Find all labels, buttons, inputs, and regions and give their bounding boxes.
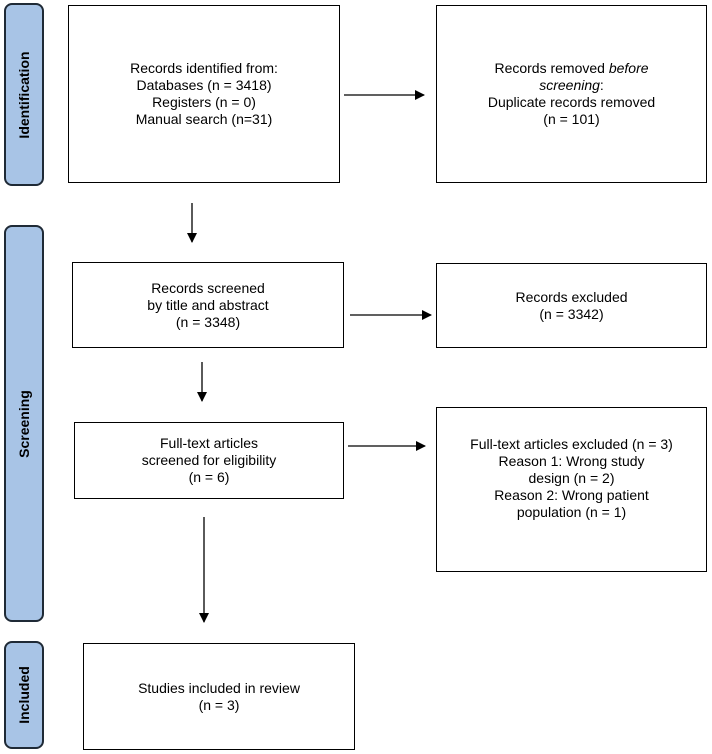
records-removed-line1: Records removed before <box>494 60 648 77</box>
records-removed-prefix: Records removed <box>494 60 609 76</box>
studies-included-box: Studies included in review (n = 3) <box>83 643 355 750</box>
records-screened-box: Records screened by title and abstract (… <box>72 262 344 348</box>
registers-count: Registers (n = 0) <box>152 94 256 110</box>
phase-screening: Screening <box>4 225 44 622</box>
reason-1-line2: design (n = 2) <box>528 470 615 486</box>
records-removed-line2: screening: <box>539 77 604 94</box>
full-text-excluded-line1: Full-text articles excluded (n = 3) <box>470 436 673 452</box>
duplicate-records-count: (n = 101) <box>543 111 600 127</box>
records-identified-box: Records identified from: Databases (n = … <box>68 5 340 183</box>
reason-1-line1: Reason 1: Wrong study <box>498 453 645 469</box>
full-text-excluded-box: Full-text articles excluded (n = 3) Reas… <box>436 407 707 572</box>
duplicate-records-line: Duplicate records removed <box>487 94 656 110</box>
phase-included: Included <box>4 641 44 749</box>
full-text-screened-box: Full-text articles screened for eligibil… <box>74 422 344 499</box>
records-removed-screening: screening <box>539 77 600 93</box>
records-removed-box: Records removed before screening: Duplic… <box>436 5 707 183</box>
records-screened-line1: Records screened <box>151 279 265 296</box>
records-excluded-box: Records excluded (n = 3342) <box>436 263 707 348</box>
phase-identification: Identification <box>4 3 44 186</box>
records-excluded-count: (n = 3342) <box>539 306 604 322</box>
records-screened-line2: by title and abstract <box>147 296 269 313</box>
full-text-line1: Full-text articles <box>159 435 259 451</box>
reason-2-line1: Reason 2: Wrong patient <box>494 487 649 503</box>
databases-count: Databases (n = 3418) <box>136 77 272 93</box>
full-text-count: (n = 6) <box>188 469 230 485</box>
records-screened-count: (n = 3348) <box>175 313 241 330</box>
studies-included-line: Studies included in review <box>138 679 300 696</box>
full-text-line2: screened for eligibility <box>141 452 277 468</box>
records-removed-colon: : <box>599 77 604 93</box>
studies-included-count: (n = 3) <box>198 696 240 713</box>
records-identified-line: Records identified from: <box>130 60 278 76</box>
reason-2-line2: population (n = 1) <box>516 504 627 520</box>
records-removed-before: before <box>608 60 649 76</box>
manual-search-count: Manual search (n=31) <box>135 111 273 127</box>
records-excluded-line: Records excluded <box>515 289 628 305</box>
